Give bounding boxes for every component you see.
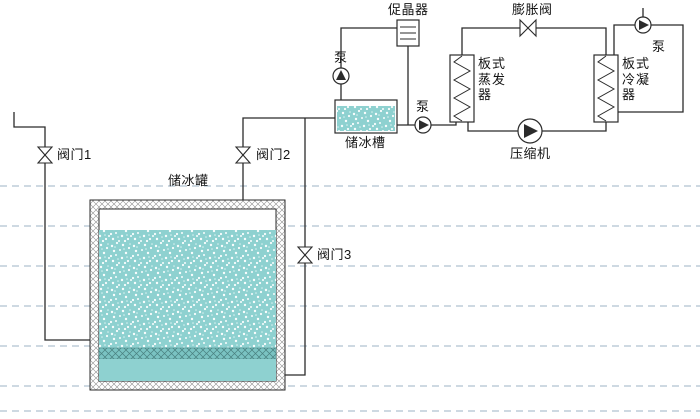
pump-top-right-icon: [634, 16, 652, 34]
ice-slurry-fill: [99, 230, 276, 348]
crystallizer-icon: [396, 19, 420, 47]
expansion-valve-icon: [519, 18, 537, 38]
pump-middle-icon: [414, 116, 432, 134]
plate-condenser-icon: [593, 54, 619, 123]
label-pump-middle: 泵: [416, 99, 430, 114]
label-crystallizer: 促晶器: [388, 2, 429, 17]
label-ice-storage-tank: 储冰罐: [168, 173, 209, 188]
ice-storage-tank: [89, 199, 286, 391]
valve-3-icon: [296, 246, 314, 264]
label-pump-top-right: 泵: [652, 39, 666, 54]
compressor-icon: [517, 118, 543, 144]
label-expansion-valve: 膨胀阀: [512, 2, 553, 17]
pipe-valve3-riser: [285, 118, 306, 376]
bottom-water-layer: [99, 359, 276, 381]
label-compressor: 压缩机: [510, 146, 551, 161]
pump-left-icon: [332, 67, 350, 85]
ice-slurry-tank: [334, 99, 398, 134]
label-plate-evaporator: 板式蒸发器: [478, 56, 507, 103]
label-pump-left: 泵: [334, 50, 348, 65]
water-level-dashed-lines: [0, 185, 700, 412]
plate-evaporator-icon: [449, 54, 475, 123]
label-valve-3: 阀门3: [317, 247, 352, 262]
label-valve-2: 阀门2: [256, 147, 291, 162]
label-plate-condenser: 板式冷凝器: [622, 56, 651, 103]
label-valve-1: 阀门1: [57, 147, 92, 162]
valve-2-icon: [234, 146, 252, 164]
pipe-valve2-to-storage-tank: [242, 117, 335, 200]
label-ice-slurry-tank: 储冰槽: [345, 135, 386, 150]
pipe-cooling-loop: [613, 24, 684, 113]
diffuser-band: [98, 347, 277, 360]
valve-1-icon: [36, 146, 54, 164]
pipe-pump-to-crystallizer: [340, 27, 397, 100]
slurry-fill: [337, 106, 395, 131]
pipe-supply-valve1: [13, 112, 90, 341]
